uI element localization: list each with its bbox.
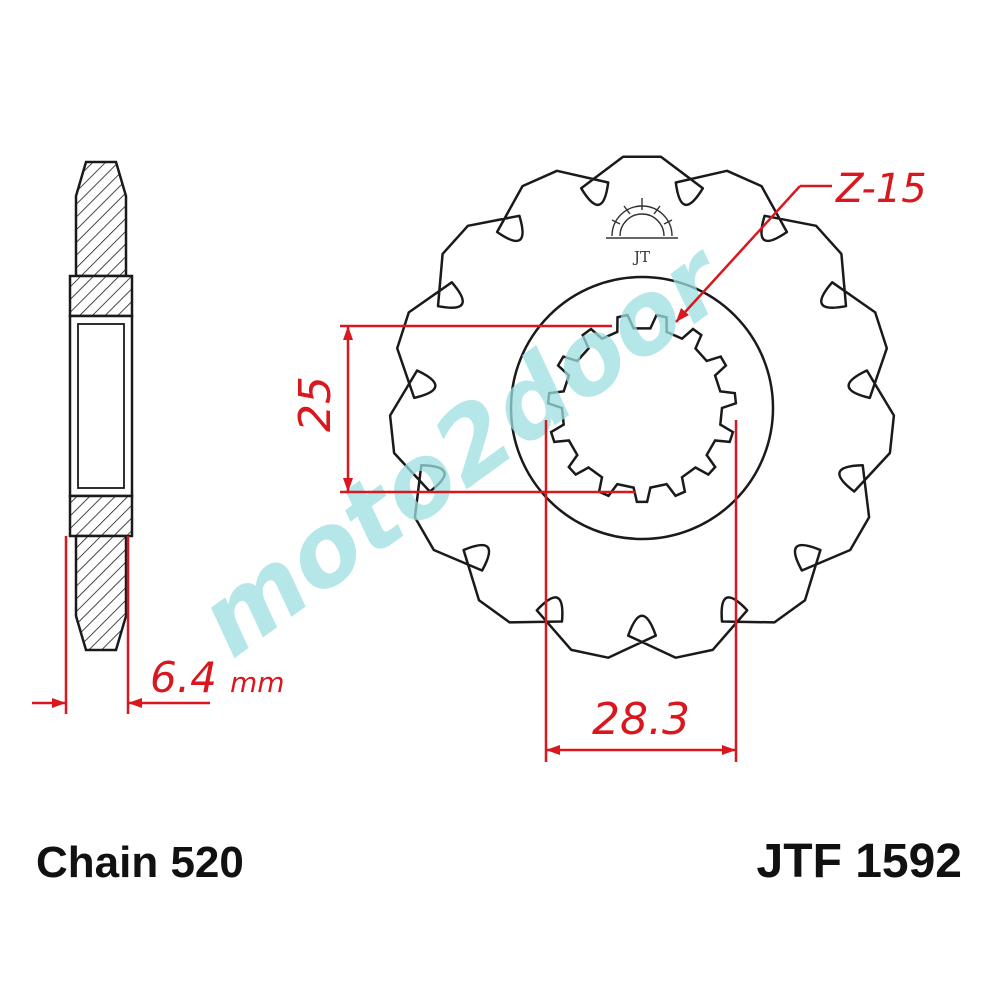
spline-bore [546, 313, 738, 504]
side-view-upper-hub [68, 274, 134, 318]
side-view-bore-inner [77, 323, 125, 489]
part-number-label: JTF 1592 [757, 835, 962, 888]
thickness-unit: mm [230, 666, 285, 699]
outer-diameter-value: 28.3 [592, 694, 690, 745]
front-view: JT [388, 155, 896, 659]
side-view-lower-hub [68, 494, 134, 538]
chain-size-label: Chain 520 [36, 838, 244, 887]
side-view [68, 160, 134, 652]
inner-diameter-value: 25 [290, 376, 341, 432]
thickness-value: 6.4 [150, 653, 217, 702]
inner-diameter-dimension: 25 [290, 324, 636, 494]
outer-diameter-dimension: 28.3 [544, 420, 738, 762]
side-view-upper-tooth [74, 160, 128, 278]
tooth-count-label: Z-15 [835, 166, 927, 212]
jt-logo-text: JT [632, 248, 650, 266]
jt-logo-mark [606, 198, 678, 239]
side-view-lower-tooth [74, 534, 128, 652]
side-view-bore [68, 314, 134, 498]
tooth-count-callout: Z-15 [675, 166, 927, 323]
thickness-dimension: 6.4 mm [32, 536, 285, 714]
